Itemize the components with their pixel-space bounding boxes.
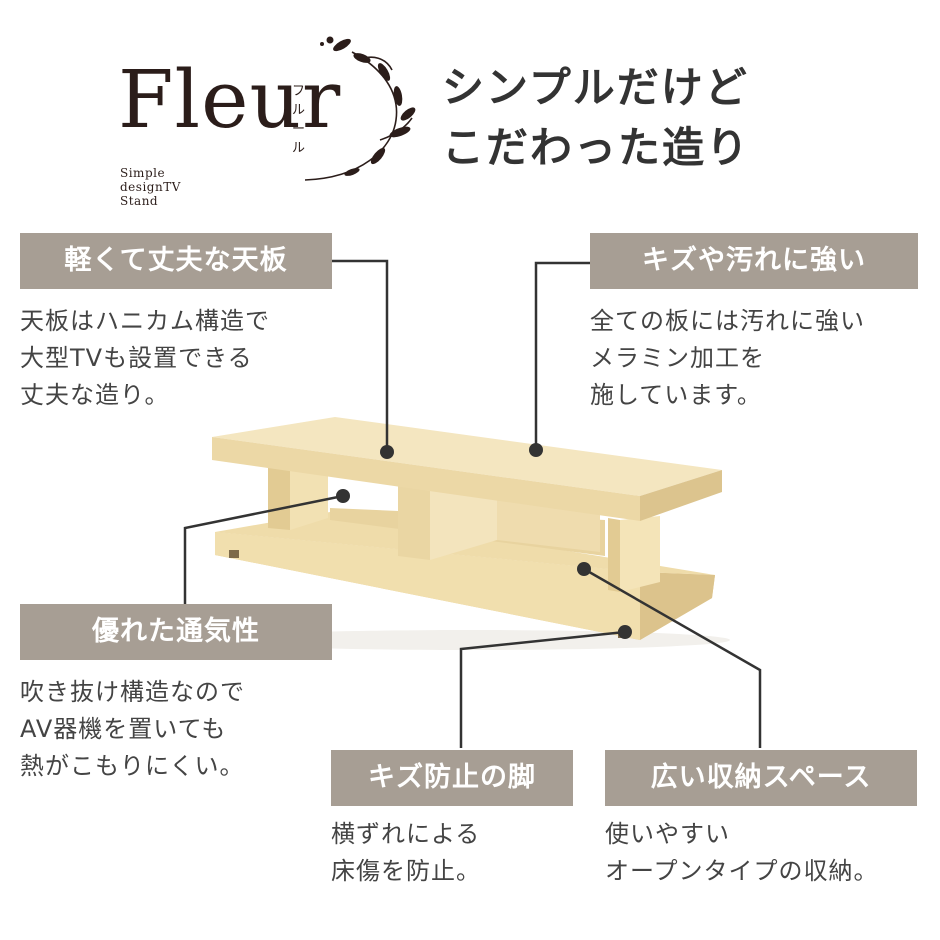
feature-ventilation: 優れた通気性 吹き抜け構造なので AV器機を置いても 熱がこもりにくい。	[20, 604, 332, 786]
feature-title: 広い収納スペース	[605, 750, 917, 806]
feature-desc-line: 施しています。	[590, 381, 762, 410]
feature-desc: 吹き抜け構造なので AV器機を置いても 熱がこもりにくい。	[20, 674, 332, 786]
feature-top-board: 軽くて丈夫な天板 天板はハニカム構造で 大型TVも設置できる 丈夫な造り。	[20, 233, 332, 415]
feature-desc: 横ずれによる 床傷を防止。	[331, 816, 573, 890]
feature-title: 優れた通気性	[20, 604, 332, 660]
feature-desc-line: 使いやすい	[605, 820, 730, 848]
feature-desc: 使いやすい オープンタイプの収納。	[605, 816, 917, 890]
feature-desc: 天板はハニカム構造で 大型TVも設置できる 丈夫な造り。	[20, 303, 332, 415]
logo-tagline: Simple designTV Stand	[120, 166, 181, 208]
feature-desc-line: 天板はハニカム構造で	[20, 307, 270, 335]
headline-line-2: こだわった造り	[442, 122, 751, 172]
feature-desc-line: 全ての板には汚れに強い	[590, 307, 865, 335]
feature-desc-line: 横ずれによる	[331, 820, 481, 848]
top-board	[212, 417, 722, 496]
leader-lines	[183, 259, 762, 748]
feature-title: 軽くて丈夫な天板	[20, 233, 332, 289]
logo-kana: フルール	[292, 84, 307, 156]
feature-desc-line: 大型TVも設置できる	[20, 344, 253, 373]
logo-wordmark: Fleur	[118, 53, 342, 146]
feature-title: キズや汚れに強い	[590, 233, 918, 289]
feature-feet: キズ防止の脚 横ずれによる 床傷を防止。	[331, 750, 573, 890]
feature-title: キズ防止の脚	[331, 750, 573, 806]
feature-storage: 広い収納スペース 使いやすい オープンタイプの収納。	[605, 750, 917, 890]
feature-desc-line: 吹き抜け構造なので	[20, 678, 245, 706]
leader-dots	[336, 443, 632, 639]
headline-line-1: シンプルだけど	[442, 63, 749, 112]
feature-desc-line: 熱がこもりにくい。	[20, 752, 245, 781]
feature-desc-line: オープンタイプの収納。	[605, 857, 879, 886]
feature-desc: 全ての板には汚れに強い メラミン加工を 施しています。	[590, 303, 918, 415]
feature-desc-line: 床傷を防止。	[331, 857, 481, 886]
feature-desc-line: 丈夫な造り。	[20, 381, 170, 410]
headline: シンプルだけど こだわった造り	[442, 58, 750, 177]
feature-desc-line: AV器機を置いても	[20, 715, 227, 744]
feature-stain-resistant: キズや汚れに強い 全ての板には汚れに強い メラミン加工を 施しています。	[590, 233, 918, 415]
feature-desc-line: メラミン加工を	[590, 344, 765, 373]
